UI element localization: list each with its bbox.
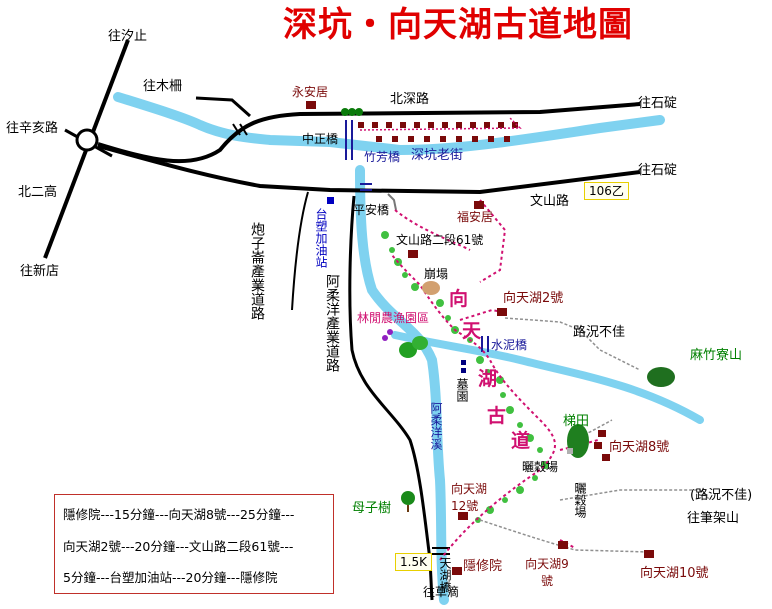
trail-to-61 — [394, 209, 471, 251]
tianhu-bridge-symbol — [432, 547, 450, 555]
direction-bijiashan: 往筆架山 — [687, 511, 740, 526]
road-wenshan-branch — [387, 193, 397, 211]
road-arouyang-label: 阿柔洋產業道路 — [324, 274, 340, 372]
old-street-houses — [358, 122, 518, 142]
direction-shiding-top: 往石碇 — [638, 96, 678, 111]
place-xiangtianhu-9: 向天湖9號 — [525, 557, 569, 588]
place-muzishu: 母子樹 — [352, 501, 392, 516]
place-cemetery: 墓園 — [455, 378, 469, 402]
road-wenshan-north — [97, 144, 641, 195]
trail-xiangtianhu — [391, 254, 556, 561]
place-yinxiuyuan: 隱修院 — [463, 559, 503, 574]
place-fuanju: 福安居 — [457, 210, 494, 224]
cement-bridge-symbol — [481, 336, 489, 352]
place-zhufang-bridge: 竹芳橋 — [364, 150, 401, 164]
direction-xizhi: 往汐止 — [108, 29, 148, 44]
page-title: 深坑・向天湖古道地圖 — [283, 5, 633, 45]
road-muzha-branch — [195, 96, 251, 118]
poi-markers — [306, 101, 654, 575]
place-drying-field-1: 曬穀場 — [522, 460, 559, 474]
direction-muzha: 往木柵 — [143, 79, 183, 94]
place-zhongzheng-bridge: 中正橋 — [302, 132, 339, 146]
river-shenkeng — [325, 115, 665, 156]
river-arouyang-label: 阿柔洋溪 — [429, 402, 443, 450]
trail-label-char-4: 古 — [487, 405, 507, 427]
road-paozi-label: 炮子崙產業道路 — [249, 222, 265, 320]
place-xiangtianhu-10: 向天湖10號 — [640, 566, 709, 581]
trail-xth2 — [459, 308, 503, 321]
place-gas-station: 台塑加油站 — [314, 208, 328, 268]
trail-fuanju — [479, 199, 507, 283]
direction-xindian: 往新店 — [20, 264, 60, 279]
place-tianhu-bridge: 天湖橋 — [438, 557, 452, 593]
place-malinzhuliaoshan: 麻竹寮山 — [690, 348, 743, 363]
landslide-blob — [422, 281, 440, 295]
river-arouyang-creek — [355, 165, 449, 605]
trail-label-char-1: 向 — [449, 288, 469, 310]
time-legend: 隱修院---15分鐘---向天湖8號---25分鐘--- 向天湖2號---20分… — [54, 494, 334, 594]
place-xiangtianhu-8: 向天湖8號 — [609, 440, 670, 455]
direction-xinhai: 往辛亥路 — [6, 121, 59, 136]
vegetation-dots — [381, 231, 549, 523]
old-street-trail — [359, 117, 522, 131]
path-to-10 — [479, 519, 651, 553]
road-wenshan-label: 文山路 — [530, 194, 570, 209]
place-titian: 梯田 — [563, 414, 590, 429]
drying-field-marker — [567, 448, 573, 454]
place-xiangtianhu-12: 向天湖12號 — [451, 482, 488, 513]
trail-label-char-5: 道 — [511, 430, 531, 452]
muzishu-tree — [401, 491, 415, 512]
route-sign-106b: 106乙 — [584, 182, 629, 200]
place-xiangtianhu-2: 向天湖2號 — [503, 291, 564, 306]
legend-line-2: 向天湖2號---20分鐘---文山路二段61號--- — [63, 539, 294, 554]
place-wenshan-61: 文山路二段61號 — [396, 233, 484, 247]
place-drying-field-2: 曬穀場 — [573, 482, 587, 518]
path-road-bad-1 — [504, 317, 641, 371]
malinzhuliaoshan-mountain — [647, 367, 675, 387]
road-beishen-label: 北深路 — [390, 92, 430, 107]
gas-station-marker — [327, 197, 334, 204]
place-landslide: 崩塌 — [424, 267, 449, 281]
place-road-bad-1: 路況不佳 — [573, 325, 626, 340]
place-linjian-farm: 林閒農漁園區 — [357, 311, 430, 325]
cemetery-marker — [461, 360, 466, 373]
path-road-bad-2 — [559, 489, 711, 501]
interchange-circle — [75, 128, 99, 152]
road-beier-label: 北二高 — [18, 185, 58, 200]
sign-15k: 1.5K — [395, 553, 432, 571]
road-arouyang — [348, 195, 434, 601]
place-pingan-bridge: 平安橋 — [353, 203, 390, 217]
place-old-street: 深坑老街 — [411, 148, 464, 163]
direction-shiding-mid: 往石碇 — [638, 163, 678, 178]
place-cement-bridge: 水泥橋 — [491, 338, 528, 352]
direction-caohu: 往草滴 — [423, 585, 460, 599]
farm-blob — [382, 329, 428, 358]
trees-symbol — [341, 108, 363, 116]
pingan-bridge-symbol — [360, 183, 372, 191]
trail-label-char-3: 湖 — [478, 368, 498, 390]
legend-line-1: 隱修院---15分鐘---向天湖8號---25分鐘--- — [63, 507, 295, 522]
zhufang-bridge-symbol — [345, 120, 353, 160]
legend-line-3: 5分鐘---台塑加油站---20分鐘---隱修院 — [63, 570, 278, 585]
trail-label-char-2: 天 — [462, 320, 482, 342]
river-jingmei-north — [113, 92, 335, 147]
zhongzheng-bridge-symbol — [232, 123, 248, 136]
place-yonganju: 永安居 — [292, 85, 329, 99]
place-road-bad-2: (路況不佳) — [690, 488, 753, 503]
road-paozi — [291, 191, 309, 311]
river-tributary-east — [391, 331, 704, 424]
